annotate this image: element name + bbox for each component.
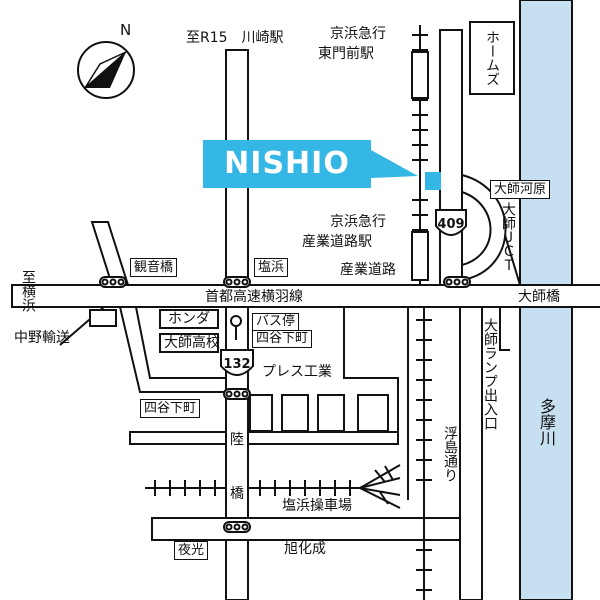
road-mid-r [247,431,399,445]
label-expressway: 首都高速横羽線 [205,289,303,305]
label-homes: ホームズ [484,30,500,86]
higashimonzen-station [411,51,429,99]
daishi-jct-loop [461,174,507,281]
label-to-r15-kawasaki: 至R15 川崎駅 [186,30,284,46]
label-tamagawa: 多摩川 [537,398,556,446]
label-shiohama: 塩浜 [254,258,289,277]
school-building [159,333,219,353]
label-daishibashi: 大師橋 [518,289,560,305]
label-honda: ホンダ [168,311,210,327]
logo-pointer [371,150,418,178]
nishio-logo: NISHIO [203,140,371,188]
label-sangyodoro: 産業道路 [340,262,396,278]
sangyodoro-station-box [411,231,429,281]
route-409-number: 409 [437,217,464,232]
label-ukishima-dori: 浮島通り [442,426,458,482]
label-yako: 夜光 [174,541,209,560]
label-keikyu-1: 京浜急行 [330,26,386,42]
building-1 [249,394,273,432]
label-asahi-kasei: 旭化成 [284,541,326,557]
north-label: N [120,21,132,39]
label-nakano-yuso: 中野輸送 [14,330,70,346]
homes-building [469,21,515,95]
label-higashimonzen: 東門前駅 [318,46,374,62]
jct-link [504,234,521,286]
keikyu-ticks [412,34,432,591]
honda-building [159,309,219,329]
sangyo-road-south [459,306,483,600]
nakano-building [89,309,117,327]
route-409-shield-icon [435,209,467,236]
local-road [343,307,399,432]
label-rikkyo-1: 陸 [230,432,244,448]
label-daishi-jct: 大師ＪＣＴ [500,202,516,272]
label-sangyodoro-station: 産業道路駅 [302,234,372,250]
label-rikkyo-2: 橋 [230,486,244,502]
building-2 [281,394,309,432]
yotsuya-link [118,306,227,393]
ramp-connector [499,307,510,351]
route-132-number: 132 [223,357,250,372]
label-yotsuya-shimocho-busstop: 四谷下町 [252,330,313,348]
building-4 [357,394,389,432]
route-132-shield-icon [220,349,254,376]
label-keikyu-2: 京浜急行 [330,214,386,230]
yard-ticks [154,464,401,509]
sangyo-road [439,29,463,286]
kannonbashi-road [90,221,130,286]
road-mid [129,431,227,445]
expressway-road [11,284,600,308]
label-bus-stop: バス停 [252,313,300,331]
label-daishi-hs: 大師高校 [164,335,220,351]
label-to-yokohama: 至横浜 [20,270,36,312]
bus-stop-marker [230,315,242,327]
label-daishikawara: 大師河原 [490,180,551,199]
label-yotsuya-shimocho: 四谷下町 [140,399,201,418]
building-3 [317,394,345,432]
label-kannonbashi: 観音橋 [130,258,178,277]
daishi-jct-loop-inner [461,191,492,266]
yako-road [151,517,461,541]
label-daishi-ramp: 大師ランプ出入口 [482,318,498,430]
signals [99,276,471,533]
nishio-location-marker [425,172,441,190]
label-press-kogyo: プレス工業 [262,364,332,380]
label-shiohama-yard: 塩浜操車場 [282,498,352,514]
